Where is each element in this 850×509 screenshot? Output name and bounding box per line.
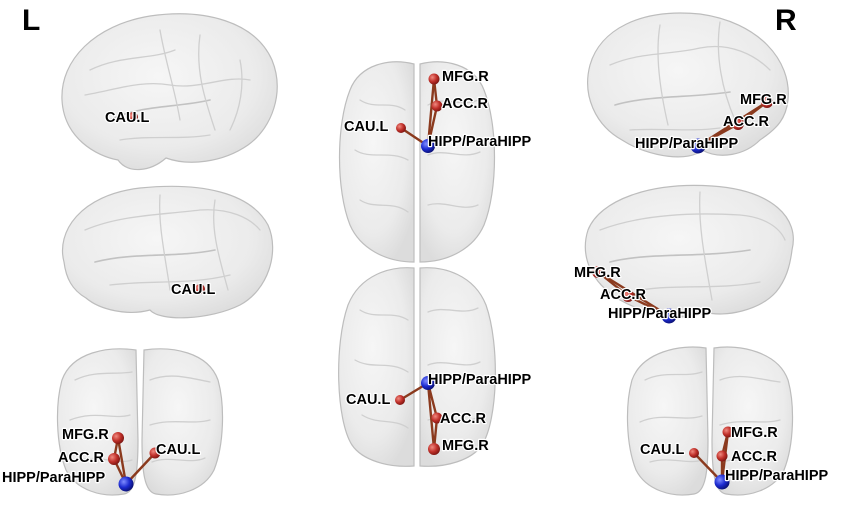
- node-acc-dorsal: [431, 100, 443, 112]
- node-hipp-right-lateral: [690, 138, 706, 154]
- label-mfg-right-medial: MFG.R: [574, 265, 621, 281]
- brain-outline-dorsal-right-hemi: [419, 61, 496, 263]
- node-mfg-right-lateral: [761, 96, 773, 108]
- label-acc-anterior-left: ACC.R: [58, 450, 104, 466]
- label-hipp-right-medial: HIPP/ParaHIPP: [608, 306, 711, 322]
- label-hipp-ventral: HIPP/ParaHIPP: [428, 372, 531, 388]
- label-acc-ventral: ACC.R: [440, 411, 486, 427]
- node-cau-left-lateral: [128, 112, 138, 122]
- view-posterior-right: [626, 346, 794, 496]
- region-nodes: [108, 73, 773, 492]
- node-cau-dorsal: [396, 123, 406, 133]
- left-hemisphere-label: L: [22, 4, 41, 37]
- node-mfg-dorsal: [428, 73, 440, 85]
- edge-hipp-mfg-ventral: [426, 381, 436, 451]
- label-hipp-dorsal: HIPP/ParaHIPP: [428, 134, 531, 150]
- label-hipp-anterior-left: HIPP/ParaHIPP: [2, 470, 105, 486]
- right-hemisphere-label: R: [775, 4, 797, 37]
- label-acc-right-medial: ACC.R: [600, 287, 646, 303]
- node-cau-anterior-left: [149, 447, 161, 459]
- label-acc-posterior-right: ACC.R: [731, 449, 777, 465]
- view-anterior-left: [56, 348, 224, 496]
- node-mfg-posterior-right: [722, 426, 734, 438]
- node-mfg-ventral: [428, 443, 440, 455]
- label-mfg-ventral: MFG.R: [442, 438, 489, 454]
- brain-outline-ventral-right-hemi: [419, 267, 496, 467]
- label-mfg-anterior-left: MFG.R: [62, 427, 109, 443]
- label-acc-right-lateral: ACC.R: [723, 114, 769, 130]
- node-mfg-anterior-left: [112, 432, 124, 444]
- label-cau-left-medial: CAU.L: [171, 282, 215, 298]
- node-acc-posterior-right: [716, 450, 728, 462]
- edge-acc-mfg-right-lateral: [736, 100, 769, 126]
- view-left-lateral: [61, 13, 278, 171]
- label-cau-ventral: CAU.L: [346, 392, 390, 408]
- label-cau-anterior-left: CAU.L: [156, 442, 200, 458]
- view-ventral: [338, 267, 496, 467]
- region-labels: CAU.L CAU.L MFG.R ACC.R HIPP/ParaHIPP CAU.L MF…: [1, 68, 830, 487]
- node-cau-ventral: [395, 395, 405, 405]
- node-mfg-right-medial: [592, 266, 604, 278]
- node-hipp-dorsal: [421, 139, 435, 153]
- brain-outline-left-medial: [62, 185, 274, 319]
- node-hipp-right-medial: [661, 308, 677, 324]
- view-dorsal: [338, 61, 496, 263]
- edge-hipp-mfg-dorsal: [426, 77, 436, 148]
- brain-outline-left-lateral: [61, 13, 278, 171]
- node-hipp-ventral: [421, 376, 435, 390]
- node-cau-posterior-right: [689, 448, 699, 458]
- label-cau-dorsal: CAU.L: [344, 119, 388, 135]
- label-cau-posterior-right: CAU.L: [640, 442, 684, 458]
- label-mfg-dorsal: MFG.R: [442, 69, 489, 85]
- brain-outline-posterior-left-hemi: [626, 346, 709, 496]
- node-acc-right-lateral: [732, 118, 744, 130]
- label-mfg-posterior-right: MFG.R: [731, 425, 778, 441]
- brain-outline-ventral-left-hemi: [338, 267, 415, 467]
- node-acc-anterior-left: [108, 453, 120, 465]
- brain-outline-dorsal-left-hemi: [338, 61, 415, 263]
- view-left-medial: [62, 185, 274, 319]
- label-hipp-posterior-right: HIPP/ParaHIPP: [725, 468, 828, 484]
- node-acc-ventral: [431, 412, 443, 424]
- edge-hipp-mfg-anterior-left: [116, 436, 128, 486]
- node-hipp-anterior-left: [118, 476, 134, 492]
- edge-acc-mfg-right-medial: [596, 270, 630, 298]
- label-hipp-right-lateral: HIPP/ParaHIPP: [635, 136, 738, 152]
- view-right-medial: [584, 184, 794, 318]
- label-mfg-right-lateral: MFG.R: [740, 92, 787, 108]
- label-cau-left-lateral: CAU.L: [105, 110, 149, 126]
- label-acc-dorsal: ACC.R: [442, 96, 488, 112]
- node-hipp-posterior-right: [714, 474, 730, 490]
- node-acc-right-medial: [622, 290, 634, 302]
- node-cau-left-medial: [195, 284, 205, 294]
